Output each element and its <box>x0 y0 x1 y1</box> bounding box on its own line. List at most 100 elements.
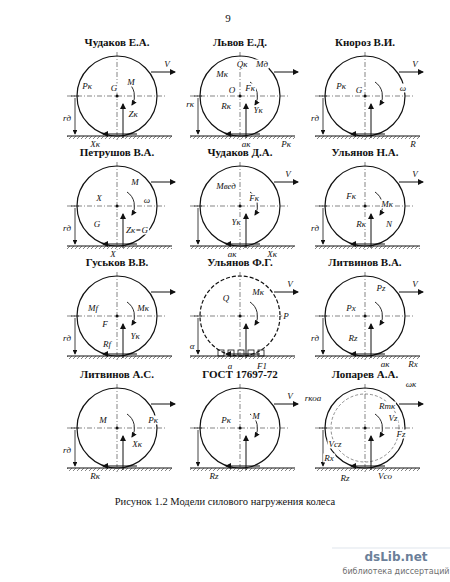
force-symbol: R <box>409 140 417 149</box>
force-symbol: Fк <box>248 194 260 203</box>
velocity-arrow <box>151 72 175 73</box>
force-symbol: V <box>163 60 171 69</box>
ground-hatch <box>190 246 295 249</box>
radius-dimension <box>71 206 79 207</box>
force-symbol: Vco <box>377 472 393 481</box>
force-symbol: Zк <box>127 110 138 119</box>
reaction-arrow <box>123 104 124 138</box>
force-symbol: Px <box>345 304 357 313</box>
radius-dimension <box>194 428 202 429</box>
force-symbol: Pк <box>147 416 159 425</box>
force-symbol: Mf <box>87 304 99 313</box>
force-symbol: V <box>411 60 419 69</box>
reaction-arrow <box>123 324 124 358</box>
force-symbol: F1 <box>256 362 268 371</box>
force-symbol: G <box>355 86 364 95</box>
force-symbol: ω <box>399 84 407 93</box>
force-symbol: Rx <box>323 454 335 463</box>
radius-dimension <box>75 208 76 244</box>
traction-arrow <box>351 466 385 467</box>
force-symbol: Rz <box>209 472 220 481</box>
force-symbol: Fк <box>345 192 357 201</box>
force-symbol: rк <box>185 100 195 109</box>
radius-dimension <box>75 98 76 134</box>
ground-hatch <box>315 136 420 139</box>
force-symbol: Yк <box>129 332 140 341</box>
traction-arrow <box>226 354 260 355</box>
figure-caption: Рисунок 1.2 Модели силового нагружения к… <box>115 497 335 508</box>
radius-dimension <box>198 98 199 134</box>
traction-arrow <box>103 354 137 355</box>
radius-dimension <box>198 430 199 466</box>
radius-dimension <box>319 316 327 317</box>
force-symbol: G <box>93 220 102 229</box>
force-symbol: Rx <box>407 360 419 369</box>
force-symbol: rд <box>62 224 72 233</box>
moment-arrow <box>127 414 135 437</box>
force-symbol: rд <box>62 446 72 455</box>
traction-arrow <box>103 466 137 467</box>
ground-hatch <box>190 356 295 359</box>
force-symbol: Mк <box>251 288 265 297</box>
track-lug <box>248 350 254 356</box>
force-symbol: Rz <box>340 474 351 483</box>
force-symbol: V <box>284 170 292 179</box>
velocity-arrow <box>399 292 423 293</box>
force-symbol: rд <box>310 114 320 123</box>
force-symbol: rд <box>62 114 72 123</box>
wheel-center <box>238 426 241 429</box>
force-symbol: P <box>282 312 290 321</box>
force-symbol: V <box>286 280 294 289</box>
moment-arrow <box>127 302 135 325</box>
moment-arrow <box>375 82 383 105</box>
traction-arrow <box>103 134 137 135</box>
force-symbol: Pк <box>335 82 347 91</box>
wheel-center <box>363 204 366 207</box>
force-symbol: F <box>101 320 109 329</box>
reaction-arrow <box>246 214 247 248</box>
force-symbol: Rк <box>89 472 101 481</box>
velocity-arrow <box>399 182 423 183</box>
radius-dimension <box>194 96 202 97</box>
ground-hatch <box>67 468 172 471</box>
radius-dimension <box>71 428 79 429</box>
radius-dimension <box>198 208 199 244</box>
ground-hatch <box>67 136 172 139</box>
radius-dimension <box>319 96 327 97</box>
wheel-center <box>115 204 118 207</box>
wheel-center <box>238 204 241 207</box>
force-symbol: X <box>95 194 103 203</box>
page-number: 9 <box>225 13 231 24</box>
force-symbol: Mк <box>136 304 150 313</box>
velocity-arrow <box>151 292 175 293</box>
force-symbol: V <box>411 280 419 289</box>
wheel-center <box>238 314 241 317</box>
reaction-arrow <box>246 104 247 138</box>
force-symbol: ωк <box>405 380 418 389</box>
velocity-arrow <box>151 404 175 405</box>
force-symbol: X <box>109 250 117 259</box>
force-symbol: rд <box>62 334 72 343</box>
wheel-center <box>363 314 366 317</box>
ground-hatch <box>315 468 420 471</box>
moment-arrow <box>375 414 383 437</box>
force-symbol: Yк <box>252 106 263 115</box>
traction-arrow <box>103 244 137 245</box>
traction-arrow <box>226 466 260 467</box>
force-symbol: Xк <box>131 440 143 449</box>
force-symbol: Xк <box>89 140 101 149</box>
radius-dimension <box>75 430 76 466</box>
moment-arrow <box>375 302 383 325</box>
force-symbol: Mк <box>215 70 229 79</box>
radius-dimension <box>198 318 199 354</box>
ground-hatch <box>190 468 295 471</box>
reaction-arrow <box>371 104 372 138</box>
wheel-center <box>238 94 241 97</box>
force-symbol: Rк <box>220 102 232 111</box>
model-author: Лопарев А.А. <box>332 369 398 380</box>
force-symbol: Qк <box>236 60 249 69</box>
force-symbol: α <box>189 342 196 351</box>
ground-hatch <box>67 356 172 359</box>
force-symbol: aк <box>227 250 238 259</box>
model-author: Ульянов Н.А. <box>331 147 398 158</box>
